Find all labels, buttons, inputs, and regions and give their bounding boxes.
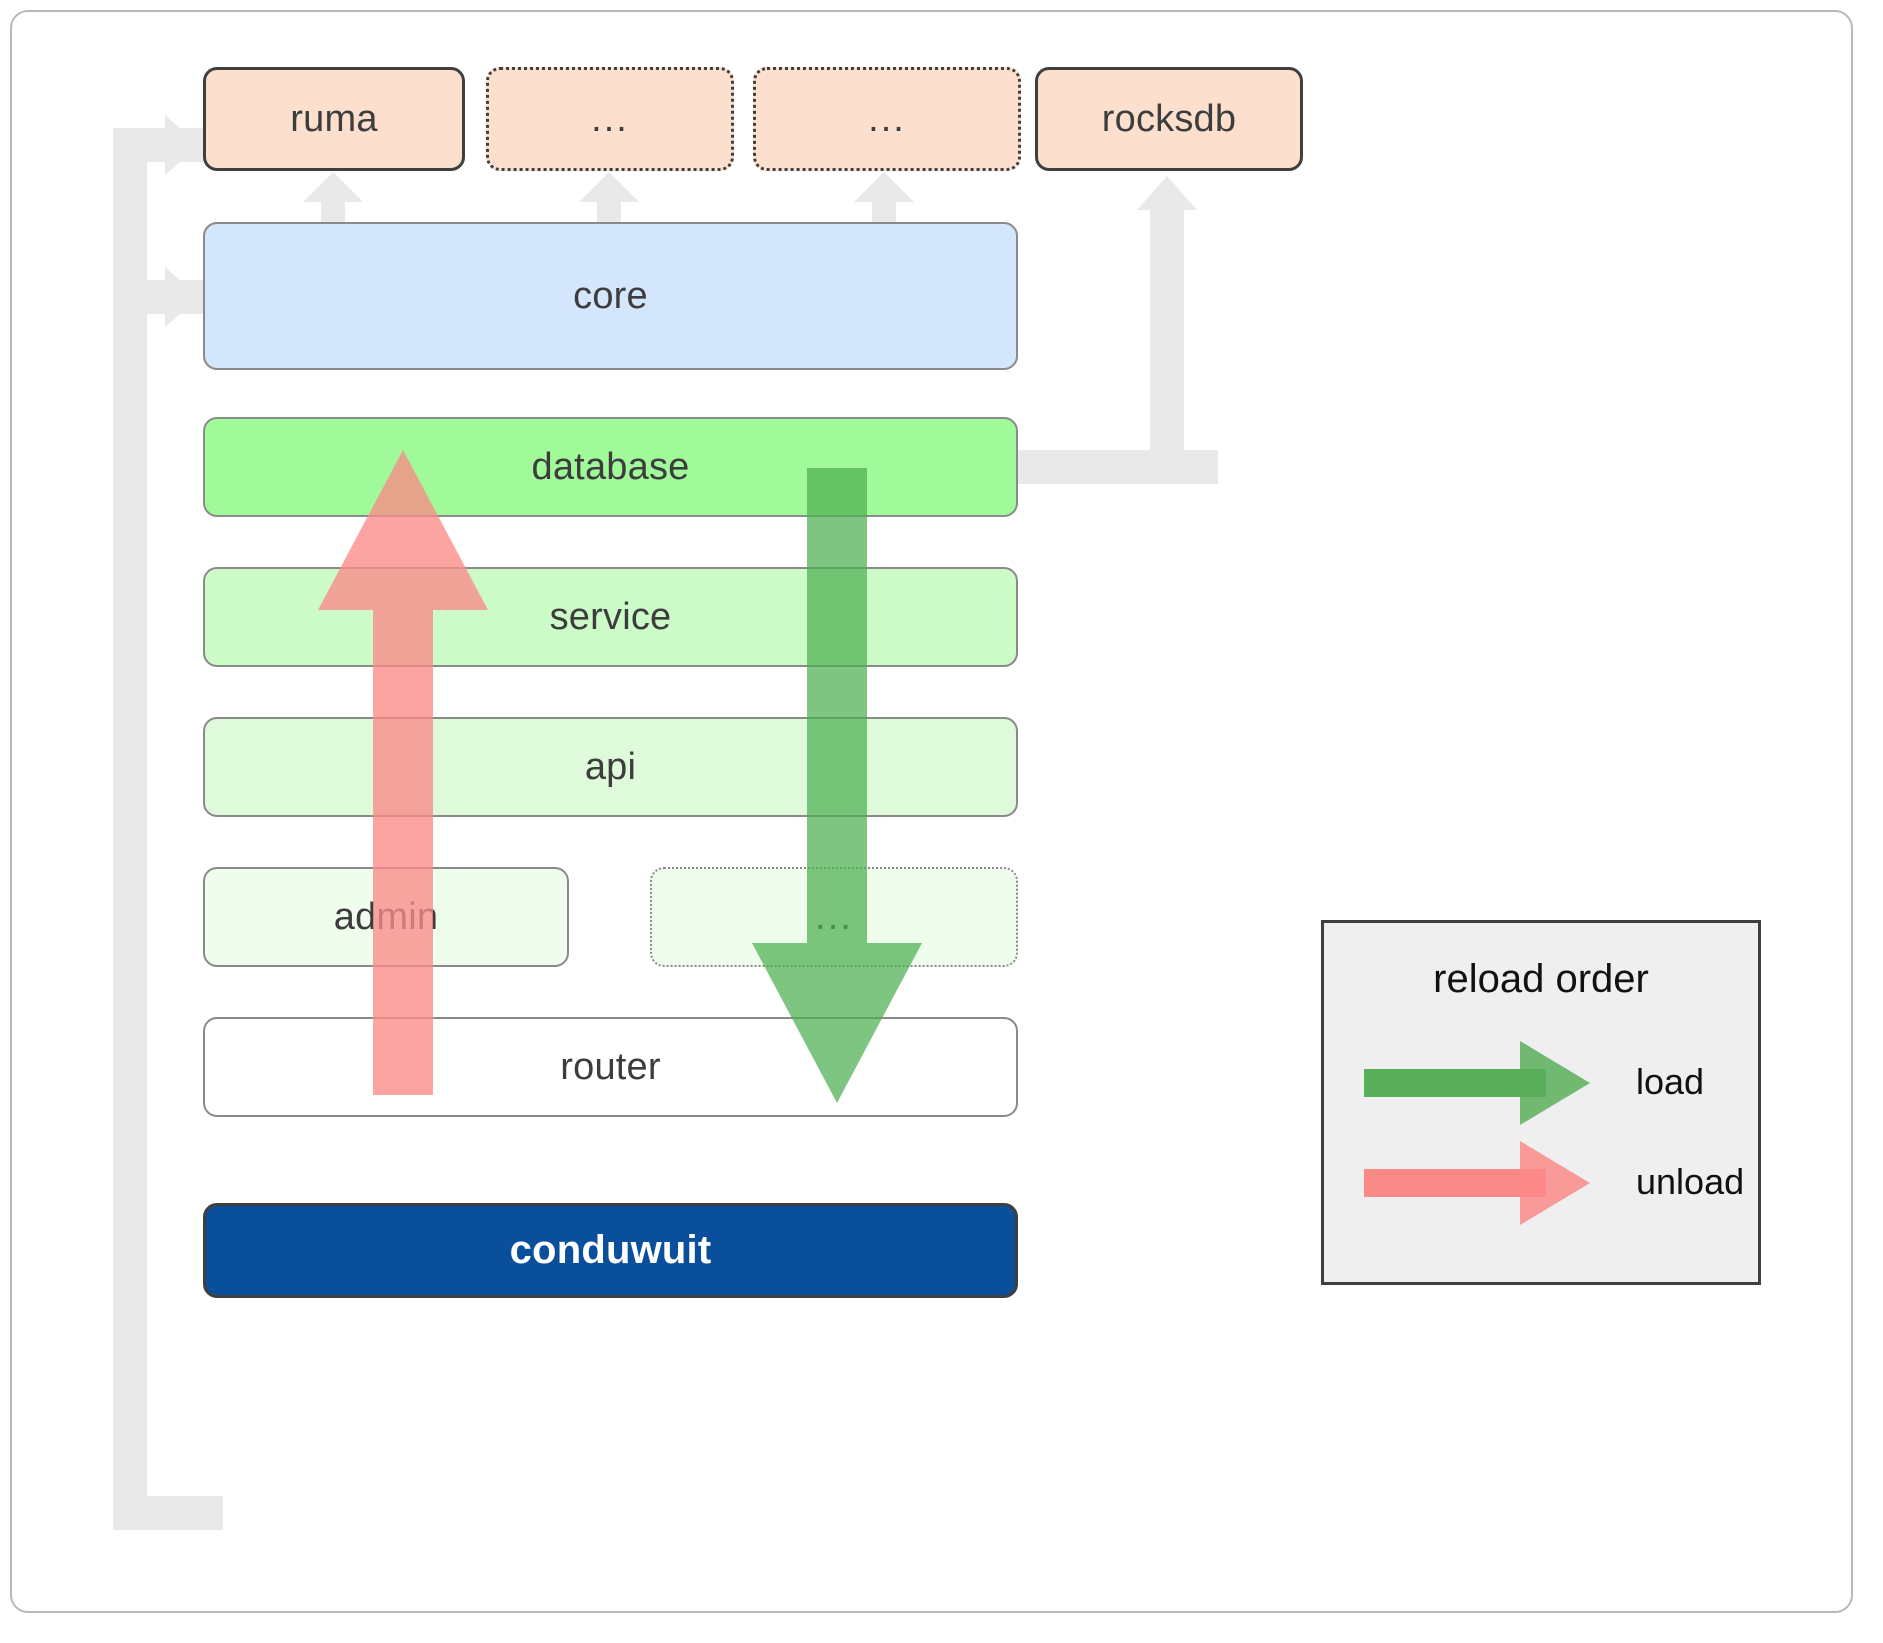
dependency-box-rocksdb[interactable]: rocksdb — [1035, 67, 1303, 171]
connector-core-to-dep3-arrowhead — [854, 172, 914, 202]
legend-load-arrow-head — [1520, 1041, 1590, 1125]
connector-database-to-rocksdb-vertical — [1150, 210, 1184, 484]
dependency-box-2[interactable]: ... — [486, 67, 734, 171]
unload-arrow — [318, 450, 488, 1095]
connector-database-to-rocksdb-horizontal — [1018, 450, 1218, 484]
layer-box-router[interactable]: router — [203, 1017, 1018, 1117]
dependency-label-ruma: ruma — [290, 97, 378, 140]
load-arrow — [752, 468, 922, 1103]
connector-from-conduwuit — [113, 1496, 223, 1530]
binary-label-conduwuit: conduwuit — [509, 1228, 712, 1272]
legend-unload-arrow-shaft — [1364, 1169, 1546, 1197]
connector-database-to-rocksdb-arrowhead — [1137, 176, 1197, 210]
layer-label-service: service — [549, 595, 672, 638]
layer-box-api[interactable]: api — [203, 717, 1018, 817]
legend-label-load: load — [1636, 1061, 1705, 1102]
dependency-box-3[interactable]: ... — [753, 67, 1021, 171]
dependency-label-rocksdb: rocksdb — [1101, 97, 1237, 140]
connector-left-spine — [113, 128, 147, 1530]
layer-label-router: router — [560, 1045, 661, 1088]
legend-title: reload order — [1433, 957, 1649, 1001]
connector-to-ruma-arrowhead — [165, 115, 199, 175]
layer-box-core[interactable]: core — [203, 222, 1018, 370]
legend-load-arrow-shaft — [1364, 1069, 1546, 1097]
legend-panel: reload order load unload — [1321, 920, 1761, 1285]
connector-core-to-ruma-arrowhead — [303, 172, 363, 202]
layer-box-database[interactable]: database — [203, 417, 1018, 517]
legend-unload-arrow-head — [1520, 1141, 1590, 1225]
layer-label-core: core — [573, 274, 648, 317]
layer-label-database: database — [531, 445, 690, 488]
layer-label-api: api — [584, 745, 637, 788]
dependency-label-2: ... — [591, 98, 629, 140]
legend-label-unload: unload — [1636, 1161, 1745, 1202]
connector-to-core-arrowhead — [165, 267, 199, 327]
connector-core-to-dep2-arrowhead — [579, 172, 639, 202]
dependency-label-3: ... — [868, 98, 906, 140]
binary-box-conduwuit[interactable]: conduwuit — [203, 1203, 1018, 1298]
dependency-box-ruma[interactable]: ruma — [203, 67, 465, 171]
